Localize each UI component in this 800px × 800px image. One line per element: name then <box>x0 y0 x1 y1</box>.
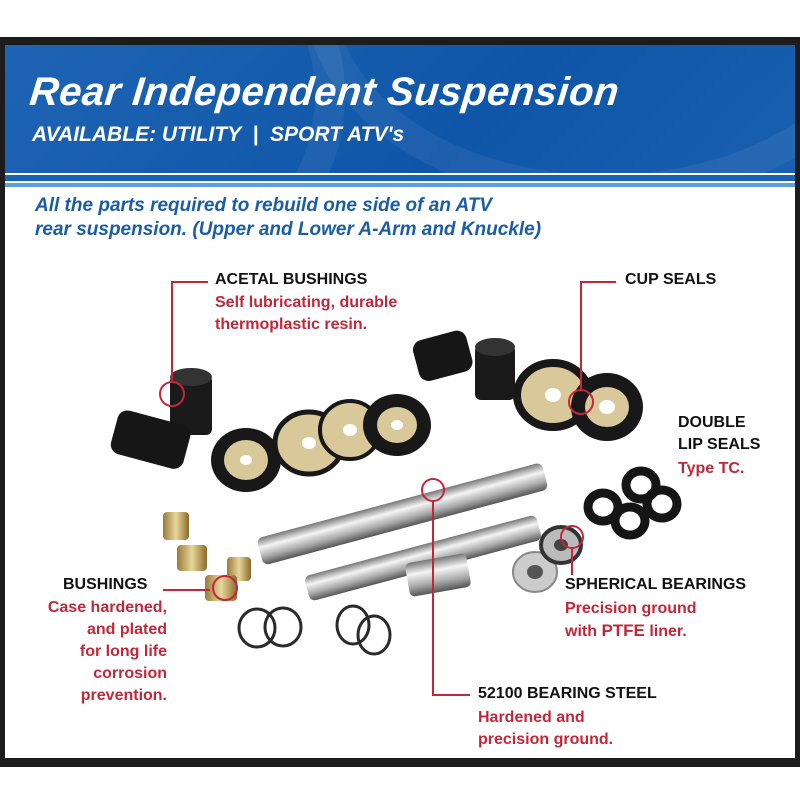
bushings-desc-4: corrosion <box>93 665 167 682</box>
steel-desc-1: Hardened and <box>478 709 585 726</box>
o-rings <box>237 604 392 656</box>
parts-illustration <box>110 281 682 696</box>
acetal-desc-2: thermoplastic resin. <box>215 316 368 333</box>
bushings-desc-3: for long life <box>79 643 167 660</box>
acetal-desc-1: Self lubricating, durable <box>215 294 398 311</box>
acetal-bushings-label: ACETAL BUSHINGS <box>215 271 368 288</box>
divider-stripe <box>5 175 795 181</box>
double-lip-desc: Type TC. <box>678 460 745 477</box>
header-banner: Rear Independent Suspension AVAILABLE: U… <box>5 45 795 173</box>
spherical-desc-1: Precision ground <box>565 600 697 617</box>
brass-bushings <box>163 512 251 601</box>
spherical-bearings-label: SPHERICAL BEARINGS <box>565 576 747 593</box>
ptfe-text: PTFE <box>601 621 645 640</box>
double-lip-label-1: DOUBLE <box>678 414 746 431</box>
double-lip-seals <box>583 466 682 540</box>
cup-seals <box>211 359 643 492</box>
spherical-desc-2a: with <box>565 623 602 640</box>
spherical-desc-2c: liner. <box>644 623 687 640</box>
intro-line-1: All the parts required to rebuild one si… <box>35 195 493 216</box>
acetal-bushings <box>110 330 515 469</box>
steel-desc-2: precision ground. <box>478 731 614 748</box>
subtitle: AVAILABLE: UTILITY | SPORT ATV's <box>32 123 405 146</box>
image-frame: Rear Independent Suspension AVAILABLE: U… <box>0 37 800 767</box>
steel-shafts <box>257 463 548 601</box>
divider-stripe <box>5 183 795 187</box>
double-lip-label-2: LIP SEALS <box>678 436 761 453</box>
bearing-steel-label: 52100 BEARING STEEL <box>478 685 657 702</box>
callout-lines <box>159 281 616 696</box>
bushings-desc-2: and plated <box>86 621 167 638</box>
cup-seals-label: CUP SEALS <box>625 271 717 288</box>
bushings-label: BUSHINGS <box>63 576 148 593</box>
intro-line-2: rear suspension. (Upper and Lower A-Arm … <box>35 219 542 240</box>
spherical-desc-2: with PTFE liner. <box>565 620 687 643</box>
bushings-desc-5: prevention. <box>80 687 167 704</box>
bushings-desc-1: Case hardened, <box>47 599 167 616</box>
product-panel: Rear Independent Suspension AVAILABLE: U… <box>5 45 795 758</box>
